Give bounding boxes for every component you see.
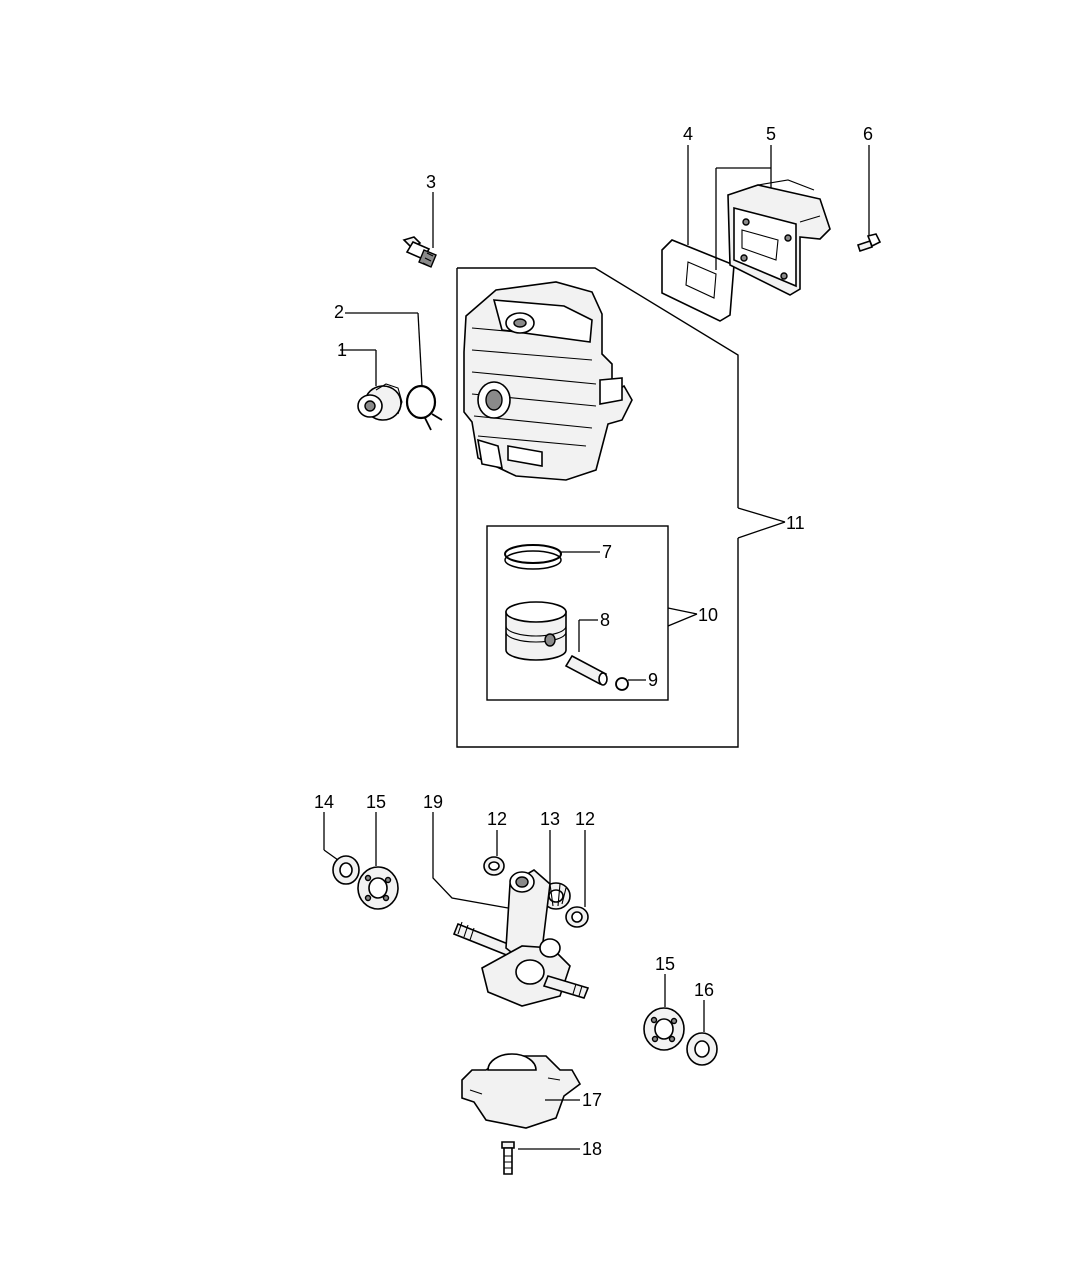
piston-part [505, 601, 567, 661]
ball-bearing-left-part [357, 812, 399, 910]
callout-2: 2 [334, 302, 344, 322]
callout-6: 6 [863, 124, 873, 144]
callout-13: 13 [540, 809, 560, 829]
crankshaft-part [432, 812, 590, 1007]
callout-7: 7 [602, 542, 612, 562]
oil-seal-left-part [323, 812, 360, 885]
callout-12-top: 12 [487, 809, 507, 829]
callout-9: 9 [648, 670, 658, 690]
callout-15-right: 15 [655, 954, 675, 974]
spark-plug-part [402, 192, 437, 268]
callout-16: 16 [694, 980, 714, 1000]
crankcase-cover-part [461, 1053, 582, 1129]
washer-right-part [565, 830, 589, 928]
ball-bearing-right-part [643, 974, 685, 1051]
washer-top-part [483, 830, 505, 876]
muffler-gasket-part [661, 145, 735, 322]
callout-4: 4 [683, 124, 693, 144]
piston-pin-part [564, 619, 608, 686]
callout-1: 1 [337, 340, 347, 360]
callout-12-right: 12 [575, 809, 595, 829]
callout-3: 3 [426, 172, 436, 192]
piston-assembly-frame [486, 525, 698, 701]
callout-labels: 1 2 3 4 5 6 7 8 9 10 11 12 13 12 14 15 1… [314, 124, 873, 1159]
cylinder-assembly-frame [456, 267, 786, 748]
callout-10: 10 [698, 605, 718, 625]
callout-14: 14 [314, 792, 334, 812]
piston-ring-part [504, 544, 600, 570]
bolt-part [501, 1141, 580, 1175]
callout-17: 17 [582, 1090, 602, 1110]
screw-part [856, 145, 882, 253]
callout-18: 18 [582, 1139, 602, 1159]
callout-11: 11 [786, 513, 805, 533]
muffler-part [715, 145, 831, 296]
spring-clamp-part [345, 312, 443, 431]
callout-19: 19 [423, 792, 443, 812]
callout-15-left: 15 [366, 792, 386, 812]
callout-8: 8 [600, 610, 610, 630]
callout-5: 5 [766, 124, 776, 144]
oil-seal-right-part [686, 1000, 718, 1066]
cylinder-part [463, 281, 633, 481]
decompression-valve-part [340, 349, 403, 421]
circlip-part [615, 677, 646, 691]
